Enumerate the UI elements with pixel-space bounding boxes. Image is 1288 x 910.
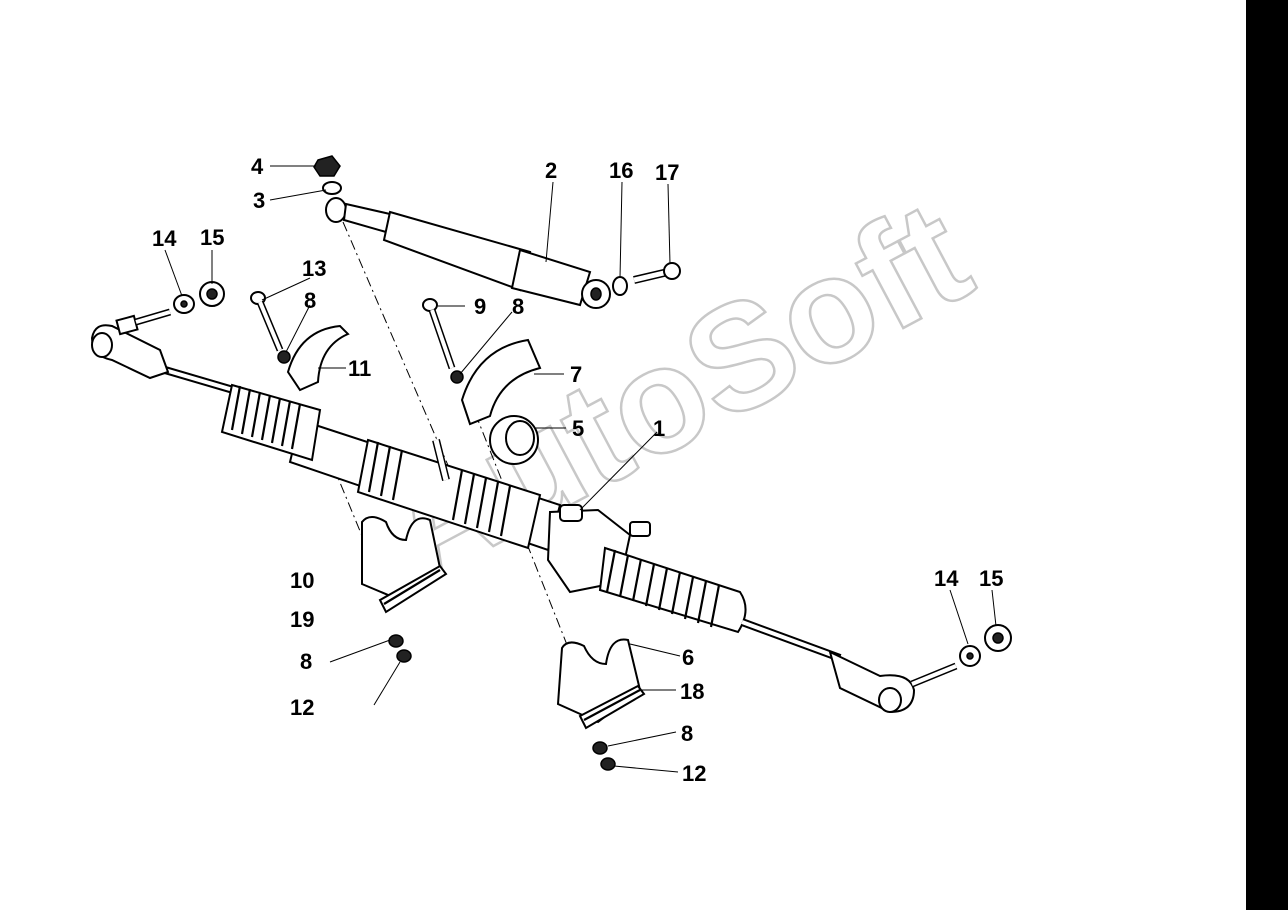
damper-fixings	[313, 155, 681, 296]
left-boot	[220, 383, 322, 462]
right-boot	[598, 546, 747, 634]
callout-9: 9	[474, 294, 486, 319]
left-tie-rod-end	[90, 308, 171, 380]
callouts: 4 3 2 16 17 14 15 13 8 9 8 11 7 5 1 10 1…	[152, 154, 1003, 786]
washer-16	[612, 276, 628, 296]
bracket-10	[361, 516, 448, 663]
bush-5	[489, 415, 539, 465]
right-edge-bar	[1246, 0, 1288, 910]
centre-boot	[356, 438, 542, 550]
callout-15: 15	[979, 566, 1003, 591]
bracket-6	[556, 638, 646, 771]
right-tie-rod-end	[828, 650, 958, 714]
clamp-bolts	[250, 291, 464, 384]
callout-18: 18	[680, 679, 704, 704]
callout-8: 8	[300, 649, 312, 674]
callout-16: 16	[609, 158, 633, 183]
callout-13: 13	[302, 256, 326, 281]
clamp-11	[286, 324, 350, 392]
callout-14: 14	[152, 226, 177, 251]
callout-19: 19	[290, 607, 314, 632]
washer-3	[322, 181, 342, 195]
callout-8: 8	[304, 288, 316, 313]
callout-6: 6	[682, 645, 694, 670]
leader-lines	[164, 165, 997, 773]
clamp-7	[460, 338, 542, 426]
callout-5: 5	[572, 416, 584, 441]
callout-15: 15	[200, 225, 224, 250]
callout-2: 2	[545, 158, 557, 183]
callout-12: 12	[290, 695, 314, 720]
nut-4	[313, 155, 341, 177]
ball-joint-fixings	[173, 281, 1012, 667]
callout-17: 17	[655, 160, 679, 185]
callout-11: 11	[348, 356, 371, 381]
callout-8: 8	[681, 721, 693, 746]
callout-8: 8	[512, 294, 524, 319]
callout-1: 1	[653, 416, 665, 441]
callout-14: 14	[934, 566, 959, 591]
steering-rack	[163, 366, 842, 662]
callout-7: 7	[570, 362, 582, 387]
steering-damper	[325, 197, 611, 309]
bolt-17-head	[663, 262, 681, 280]
callout-4: 4	[251, 154, 264, 179]
callout-12: 12	[682, 761, 706, 786]
callout-3: 3	[253, 188, 265, 213]
callout-10: 10	[290, 568, 314, 593]
